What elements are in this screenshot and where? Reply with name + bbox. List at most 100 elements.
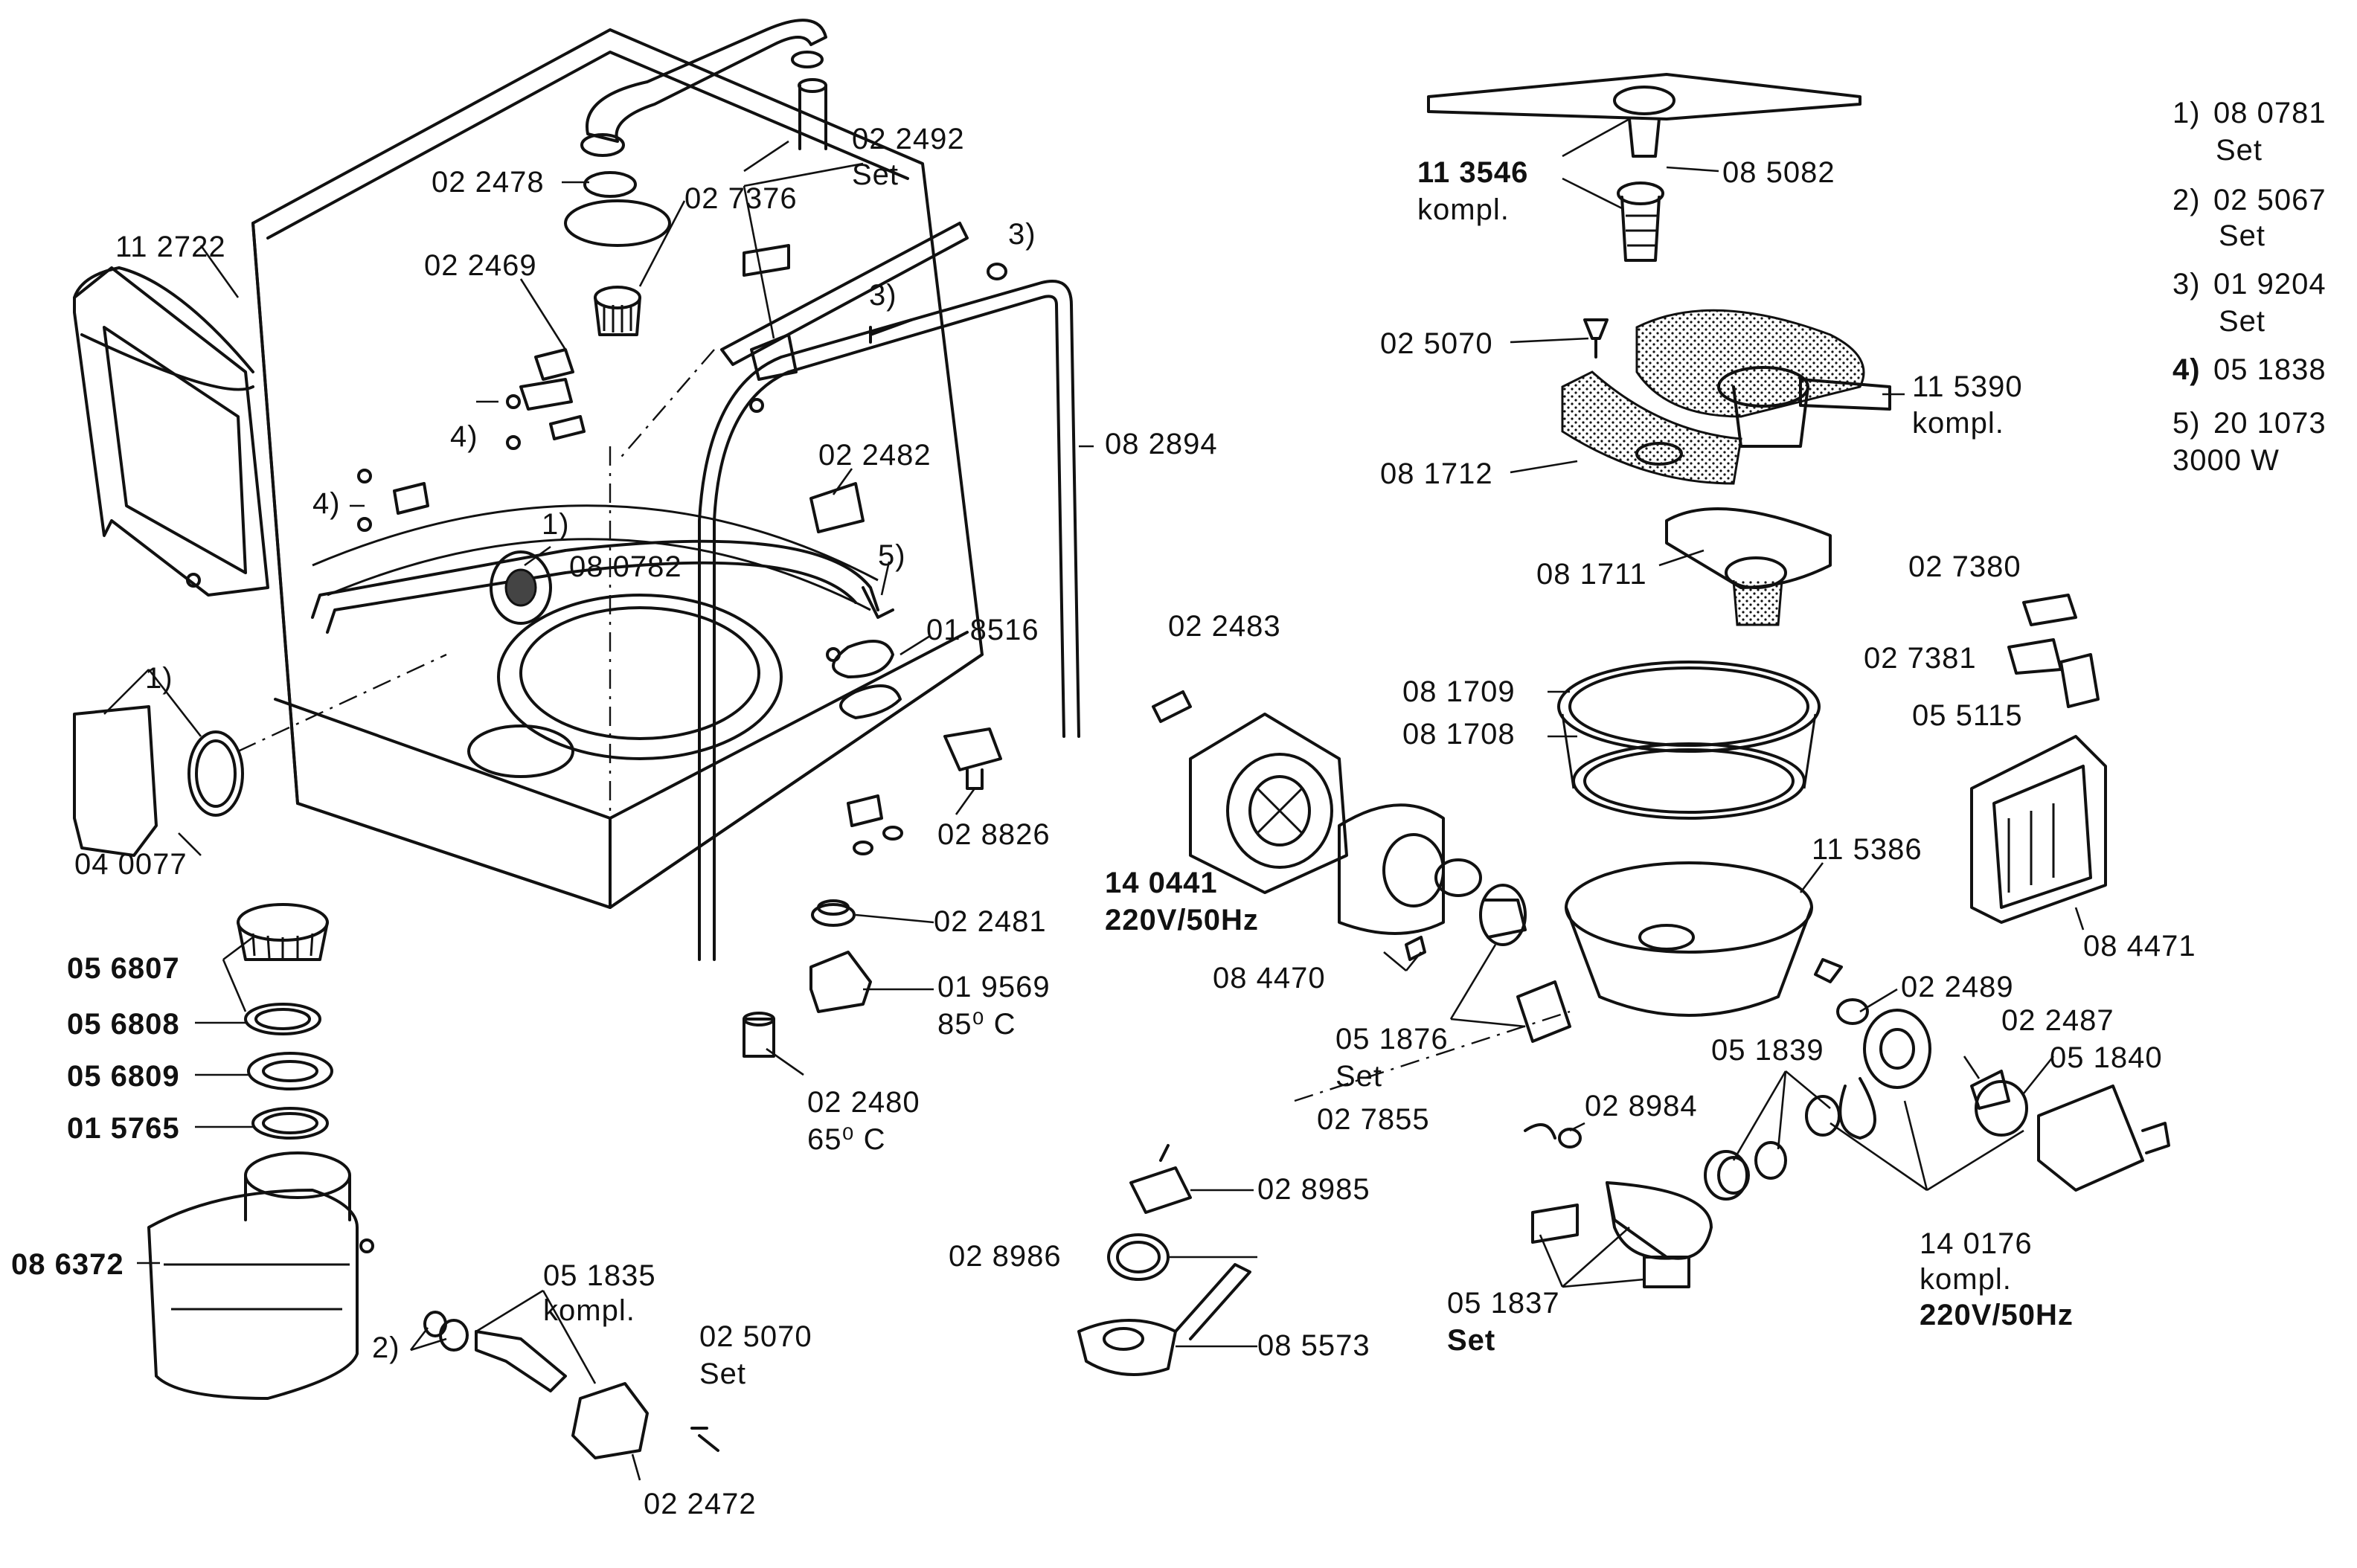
label-027855: 02 7855 [1317,1103,1430,1136]
label-084471: 08 4471 [2083,930,2196,963]
legend-entry-2: 2) 02 5067 Set [2172,184,2326,252]
label-140441: 14 0441 [1105,867,1218,899]
legend-note: 3000 W [2172,444,2280,477]
filter-081711 [1665,507,1832,626]
pump-housing-115386 [1565,861,1843,1017]
label-051876-set: Set [1335,1060,1382,1093]
label-051835-kompl: kompl. [543,1294,635,1327]
label-022480: 02 2480 [807,1086,920,1119]
label-022492-set: Set [852,158,899,191]
label-022481: 02 2481 [934,905,1047,938]
label-113546: 11 3546 [1417,156,1528,189]
label-084470: 08 4470 [1213,962,1326,995]
label-note-2: 2) [372,1331,400,1364]
valve-pump-140176 [1838,1009,2170,1192]
legend-key: 5) [2172,407,2201,440]
upper-spray-arm-113546 [1427,73,1861,262]
label-140441-voltage: 220V/50Hz [1105,904,1259,936]
label-027381: 02 7381 [1864,642,1977,675]
label-051835: 05 1835 [543,1259,656,1292]
thermostat-028826 [943,727,1002,790]
legend-entry-4: 4) 05 1838 [2172,353,2326,386]
thermostats-027380-027381-055115 [2007,594,2100,708]
label-028984: 02 8984 [1585,1090,1698,1122]
level-switch-028985 [1129,1144,1192,1214]
label-note-1-upper: 1) [542,508,570,541]
label-022489: 02 2489 [1901,971,2014,1003]
legend-note: Set [2216,134,2263,167]
dispenser-stack [237,903,333,1140]
leader-lines [103,118,2085,1481]
valve-051835 [423,1311,719,1459]
bracket-022482 [809,482,865,533]
side-panel-112722 [73,266,269,597]
legend-key: 1) [2172,97,2201,129]
label-note-4-upper: 4) [450,420,478,453]
label-027380: 02 7380 [1908,550,2021,583]
label-022483: 02 2483 [1168,610,1281,643]
label-115390: 11 5390 [1912,370,2023,403]
legend-note: Set [2219,219,2265,252]
label-140176-voltage: 220V/50Hz [1920,1299,2074,1331]
label-140176-kompl: kompl. [1920,1263,2012,1296]
thermostat-019569 [809,951,872,1013]
tub-frame [251,28,984,909]
label-028826: 02 8826 [937,818,1051,851]
legend: 1) 08 0781 Set 2) 02 5067 Set 3) 01 9204… [2172,97,2326,477]
label-022480-temp: 65⁰ C [807,1123,886,1156]
label-025070-lower-set: Set [699,1357,746,1390]
label-113546-kompl: kompl. [1417,193,1510,226]
puck-028986 [1107,1233,1170,1281]
bracket-018516 [826,640,902,719]
label-040077: 04 0077 [74,848,187,881]
label-082894: 08 2894 [1105,428,1218,460]
label-051876: 05 1876 [1335,1023,1449,1055]
legend-key: 4) [2172,353,2201,386]
label-115386: 11 5386 [1812,833,1923,866]
frame-tube-082894 [698,280,1080,961]
salt-container-086372 [147,1151,374,1400]
label-085573: 08 5573 [1257,1329,1370,1362]
label-027376: 02 7376 [684,182,798,215]
label-028985: 02 8985 [1257,1173,1370,1206]
filter-081712 [1561,370,1742,485]
legend-code: 02 5067 [2213,184,2326,216]
label-note-1-lower: 1) [145,662,173,695]
screw-025070 [1583,318,1609,359]
label-081709: 08 1709 [1402,675,1516,708]
label-056808: 05 6808 [67,1008,180,1041]
label-085082: 08 5082 [1722,156,1835,189]
sump-cover-040077 [73,653,447,857]
label-note-3-lower: 3) [869,279,897,312]
label-055115: 05 5115 [1912,699,2023,732]
label-025070: 02 5070 [1380,327,1493,360]
upper-spray-pipe [580,19,827,157]
label-051839: 05 1839 [1711,1034,1824,1067]
nozzle-027376 [594,286,641,336]
label-081712: 08 1712 [1380,457,1493,490]
legend-entry-5: 5) 20 1073 3000 W [2172,407,2326,477]
label-028986: 02 8986 [949,1240,1062,1273]
legend-entry-1: 1) 08 0781 Set [2172,97,2326,167]
label-022482: 02 2482 [818,439,931,472]
seal-022481 [811,899,856,927]
heater-084471 [1970,735,2107,924]
label-112722: 11 2722 [115,231,226,263]
clip-022469 [357,348,586,532]
label-019569: 01 9569 [937,971,1051,1003]
legend-note: Set [2219,305,2265,338]
label-080782: 08 0782 [569,550,682,583]
label-025070-lower: 02 5070 [699,1320,812,1353]
hose-051837 [1531,1181,1690,1288]
legend-key: 3) [2172,268,2201,301]
label-note-3-upper: 3) [1008,218,1036,251]
legend-code: 05 1838 [2213,353,2326,386]
pump-cover-084470 [1338,803,1482,961]
label-022487: 02 2487 [2001,1004,2114,1037]
legend-code: 08 0781 [2213,97,2326,129]
part-labels: 11 2722 02 2478 02 2492 Set 02 7376 02 2… [11,123,2196,1520]
legend-key: 2) [2172,184,2201,216]
legend-code: 20 1073 [2213,407,2326,440]
label-022478: 02 2478 [432,166,545,199]
heater-element-201073 [311,539,894,634]
